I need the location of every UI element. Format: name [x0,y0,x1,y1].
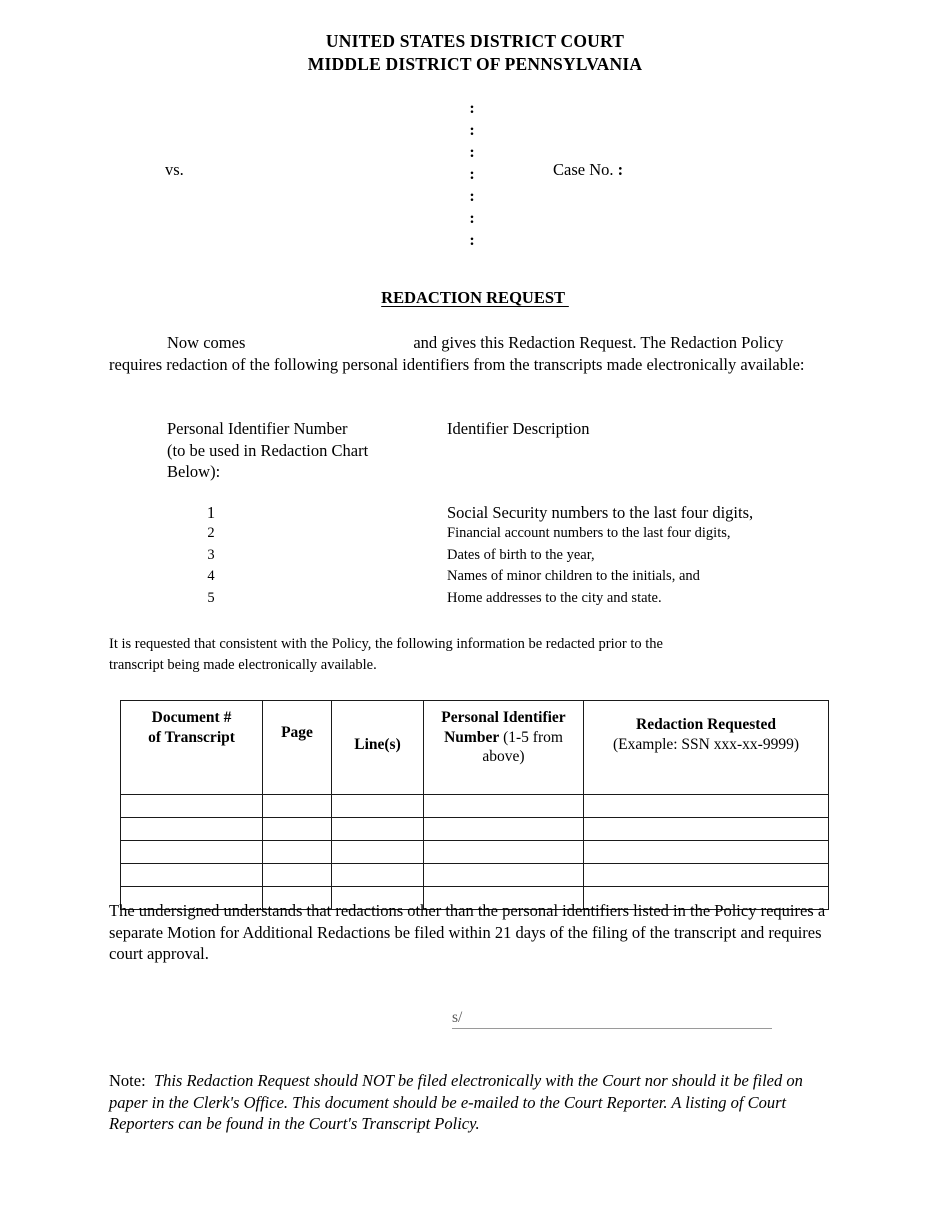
cell-document-number[interactable] [120,863,263,887]
case-caption-block: : : : : : : : vs. Case No. : [0,98,950,249]
cell-personal-identifier-number[interactable] [423,794,584,818]
redaction-table: Document # of Transcript Page Line(s) Pe… [120,700,829,910]
intro-rest-text: and gives this Redaction Request. The Re… [109,333,805,374]
table-row[interactable] [120,794,829,818]
cell-personal-identifier-number[interactable] [423,840,584,864]
identifier-description-heading: Identifier Description [447,419,590,438]
note-label: Note: [109,1071,154,1090]
cell-redaction-requested[interactable] [583,817,829,841]
identifier-number: 3 [207,546,215,563]
identifier-number-heading: Personal Identifier Number (to be used i… [167,418,447,483]
column-header-document-number: Document # of Transcript [120,700,263,795]
list-item: 3 Dates of birth to the year, [109,547,831,569]
closing-paragraph: The undersigned understands that redacti… [109,901,826,963]
caption-colon: : [469,144,475,161]
document-title: REDACTION REQUEST [0,288,950,308]
case-number-field[interactable]: Case No. : [553,160,623,180]
request-paragraph-line1: It is requested that consistent with the… [109,636,663,652]
caption-colon: : [469,210,475,227]
identifier-description: Names of minor children to the initials,… [447,568,700,584]
caption-colon: : [469,100,475,117]
table-row[interactable] [120,840,829,864]
caption-colon-column: : : : : : : : [464,98,480,252]
identifier-description: Social Security numbers to the last four… [447,503,754,522]
identifier-number: 5 [207,589,215,606]
column-header-page: Page [262,700,332,795]
column-header-pin-bold: Personal Identifier Number [441,709,566,746]
table-header-row: Document # of Transcript Page Line(s) Pe… [120,700,829,795]
identifier-number: 2 [207,525,215,541]
cell-document-number[interactable] [120,886,263,910]
identifier-description: Home addresses to the city and state. [447,589,662,606]
identifier-number-heading-line3: Below): [167,462,221,481]
cell-page[interactable] [262,840,332,864]
caption-vs-label: vs. [165,160,184,179]
identifier-description: Financial account numbers to the last fo… [447,525,731,541]
caption-colon: : [469,232,475,249]
cell-lines[interactable] [331,794,424,818]
cell-lines[interactable] [331,840,424,864]
identifier-number: 4 [207,568,215,584]
identifier-number: 1 [206,503,216,522]
request-paragraph: It is requested that consistent with the… [109,634,829,676]
list-item: 2 Financial account numbers to the last … [109,525,831,547]
identifier-list: 1 Social Security numbers to the last fo… [109,503,831,611]
cell-page[interactable] [262,817,332,841]
court-header-line1: UNITED STATES DISTRICT COURT [325,31,625,51]
table-row[interactable] [120,886,829,910]
cell-personal-identifier-number[interactable] [423,817,584,841]
column-header-pin-note: (1-5 from above) [482,728,563,766]
case-number-colon: : [617,160,624,179]
cell-redaction-requested[interactable] [583,840,829,864]
list-item: 1 Social Security numbers to the last fo… [109,503,831,525]
court-header-line2: MIDDLE DISTRICT OF PENNSYLVANIA [307,54,643,74]
table-row[interactable] [120,863,829,887]
cell-redaction-requested[interactable] [583,863,829,887]
request-paragraph-line2: transcript being made electronically ava… [109,657,377,673]
cell-personal-identifier-number[interactable] [423,863,584,887]
column-header-redaction-example: (Example: SSN xxx-xx-9999) [613,735,799,753]
identifier-number-heading-line1: Personal Identifier Number [167,419,348,438]
cell-page[interactable] [262,794,332,818]
cell-personal-identifier-number[interactable] [423,886,584,910]
intro-lead-text: Now comes [167,333,246,352]
cell-redaction-requested[interactable] [583,886,829,910]
note-text: This Redaction Request should NOT be fil… [109,1071,803,1133]
caption-colon: : [469,166,475,183]
cell-redaction-requested[interactable] [583,794,829,818]
cell-lines[interactable] [331,817,424,841]
note-paragraph: Note: This Redaction Request should NOT … [109,1070,831,1135]
caption-colon: : [469,188,475,205]
list-item: 4 Names of minor children to the initial… [109,568,831,590]
column-header-redaction-bold: Redaction Requested [636,716,776,733]
identifier-description: Dates of birth to the year, [447,546,595,563]
cell-lines[interactable] [331,886,424,910]
identifier-number-heading-line2: (to be used in Redaction Chart [167,440,369,460]
cell-document-number[interactable] [120,817,263,841]
cell-document-number[interactable] [120,840,263,864]
caption-colon: : [469,122,475,139]
cell-page[interactable] [262,886,332,910]
court-header: UNITED STATES DISTRICT COURT MIDDLE DIST… [0,30,950,76]
signature-line[interactable]: s/ [452,1008,772,1029]
cell-document-number[interactable] [120,794,263,818]
cell-lines[interactable] [331,863,424,887]
column-header-lines: Line(s) [331,700,424,795]
table-row[interactable] [120,817,829,841]
cell-page[interactable] [262,863,332,887]
column-header-redaction-requested: Redaction Requested (Example: SSN xxx-xx… [583,700,829,795]
column-header-document-number-line2: of Transcript [148,728,235,746]
list-item: 5 Home addresses to the city and state. [109,590,831,612]
case-number-label: Case No. [553,160,618,179]
column-header-document-number-line1: Document # [151,709,232,726]
document-title-text: REDACTION REQUEST [381,288,569,307]
signature-prefix: s/ [452,1009,463,1026]
column-header-personal-identifier-number: Personal Identifier Number (1-5 from abo… [423,700,584,795]
